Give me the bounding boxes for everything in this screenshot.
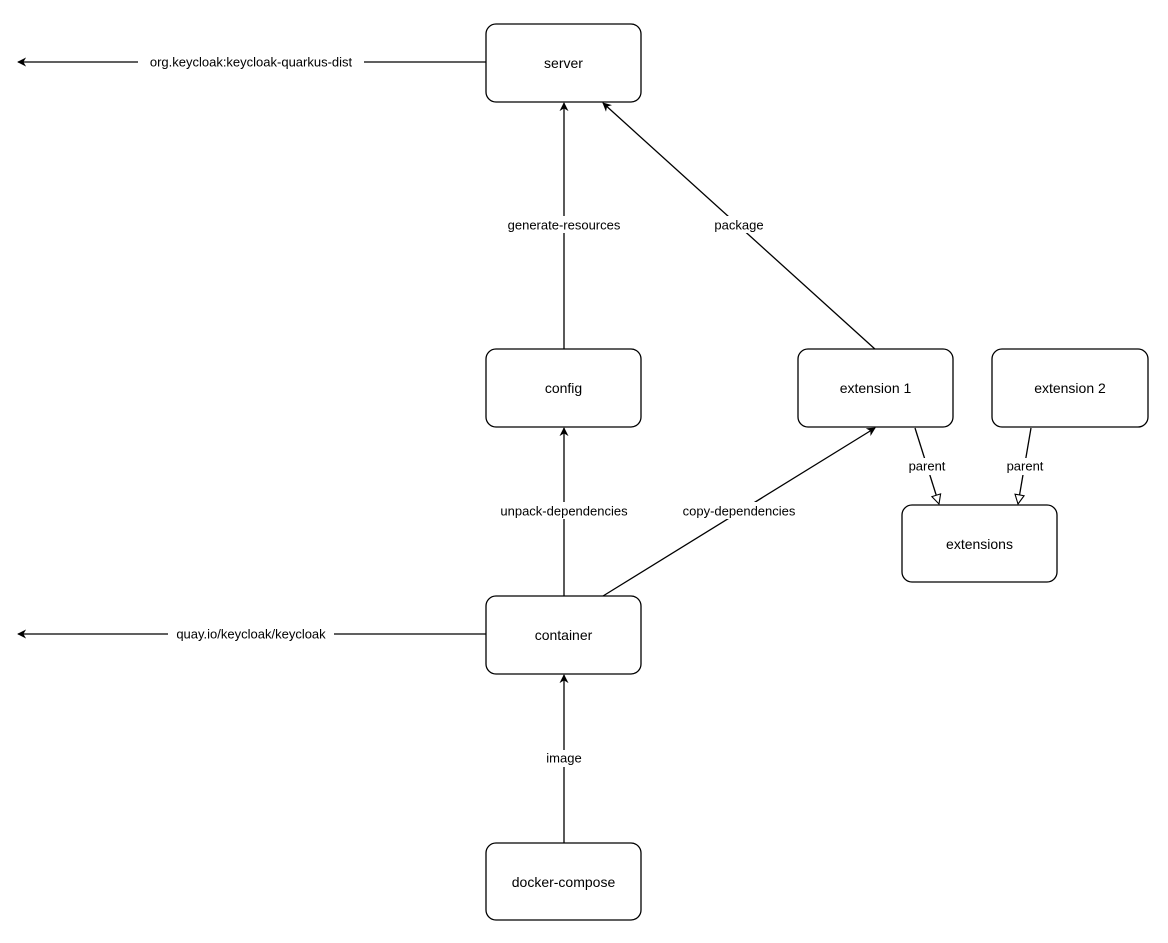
- node-config[interactable]: config: [485, 348, 642, 428]
- edge-docker-compose-to-container: image: [540, 674, 588, 843]
- edge-label-container-image: quay.io/keycloak/keycloak: [176, 627, 326, 642]
- edge-container-image: quay.io/keycloak/keycloak: [17, 626, 486, 643]
- edge-label-package: package: [714, 218, 763, 233]
- node-extension-2[interactable]: extension 2: [991, 348, 1149, 428]
- edge-container-to-config: unpack-dependencies: [490, 427, 638, 596]
- edge-extension1-to-server: package: [602, 102, 877, 351]
- edge-label-parent-1: parent: [909, 459, 946, 474]
- node-server[interactable]: server: [485, 23, 642, 103]
- edge-config-to-server: generate-resources: [498, 102, 630, 349]
- edge-label-copy-dependencies: copy-dependencies: [683, 504, 796, 519]
- node-extensions[interactable]: extensions: [901, 504, 1058, 583]
- node-extension-1[interactable]: extension 1: [797, 348, 954, 428]
- edge-label-unpack-dependencies: unpack-dependencies: [500, 504, 628, 519]
- edge-label-generate-resources: generate-resources: [508, 218, 621, 233]
- node-server-label: server: [544, 55, 583, 71]
- node-config-label: config: [545, 380, 582, 396]
- node-extension-2-label: extension 2: [1034, 380, 1106, 396]
- node-extension-1-label: extension 1: [840, 380, 912, 396]
- edge-server-dist: org.keycloak:keycloak-quarkus-dist: [17, 54, 486, 71]
- edge-label-server-dist: org.keycloak:keycloak-quarkus-dist: [150, 55, 353, 70]
- node-extensions-label: extensions: [946, 536, 1013, 552]
- node-container[interactable]: container: [485, 595, 642, 675]
- node-docker-compose-label: docker-compose: [512, 874, 616, 890]
- node-docker-compose[interactable]: docker-compose: [485, 842, 642, 921]
- node-container-label: container: [535, 627, 593, 643]
- edge-container-to-extension1: copy-dependencies: [602, 427, 876, 597]
- edge-extension1-parent: parent: [904, 427, 950, 504]
- edge-label-image: image: [546, 751, 581, 766]
- edge-extension2-parent: parent: [1002, 427, 1048, 504]
- edge-label-parent-2: parent: [1007, 459, 1044, 474]
